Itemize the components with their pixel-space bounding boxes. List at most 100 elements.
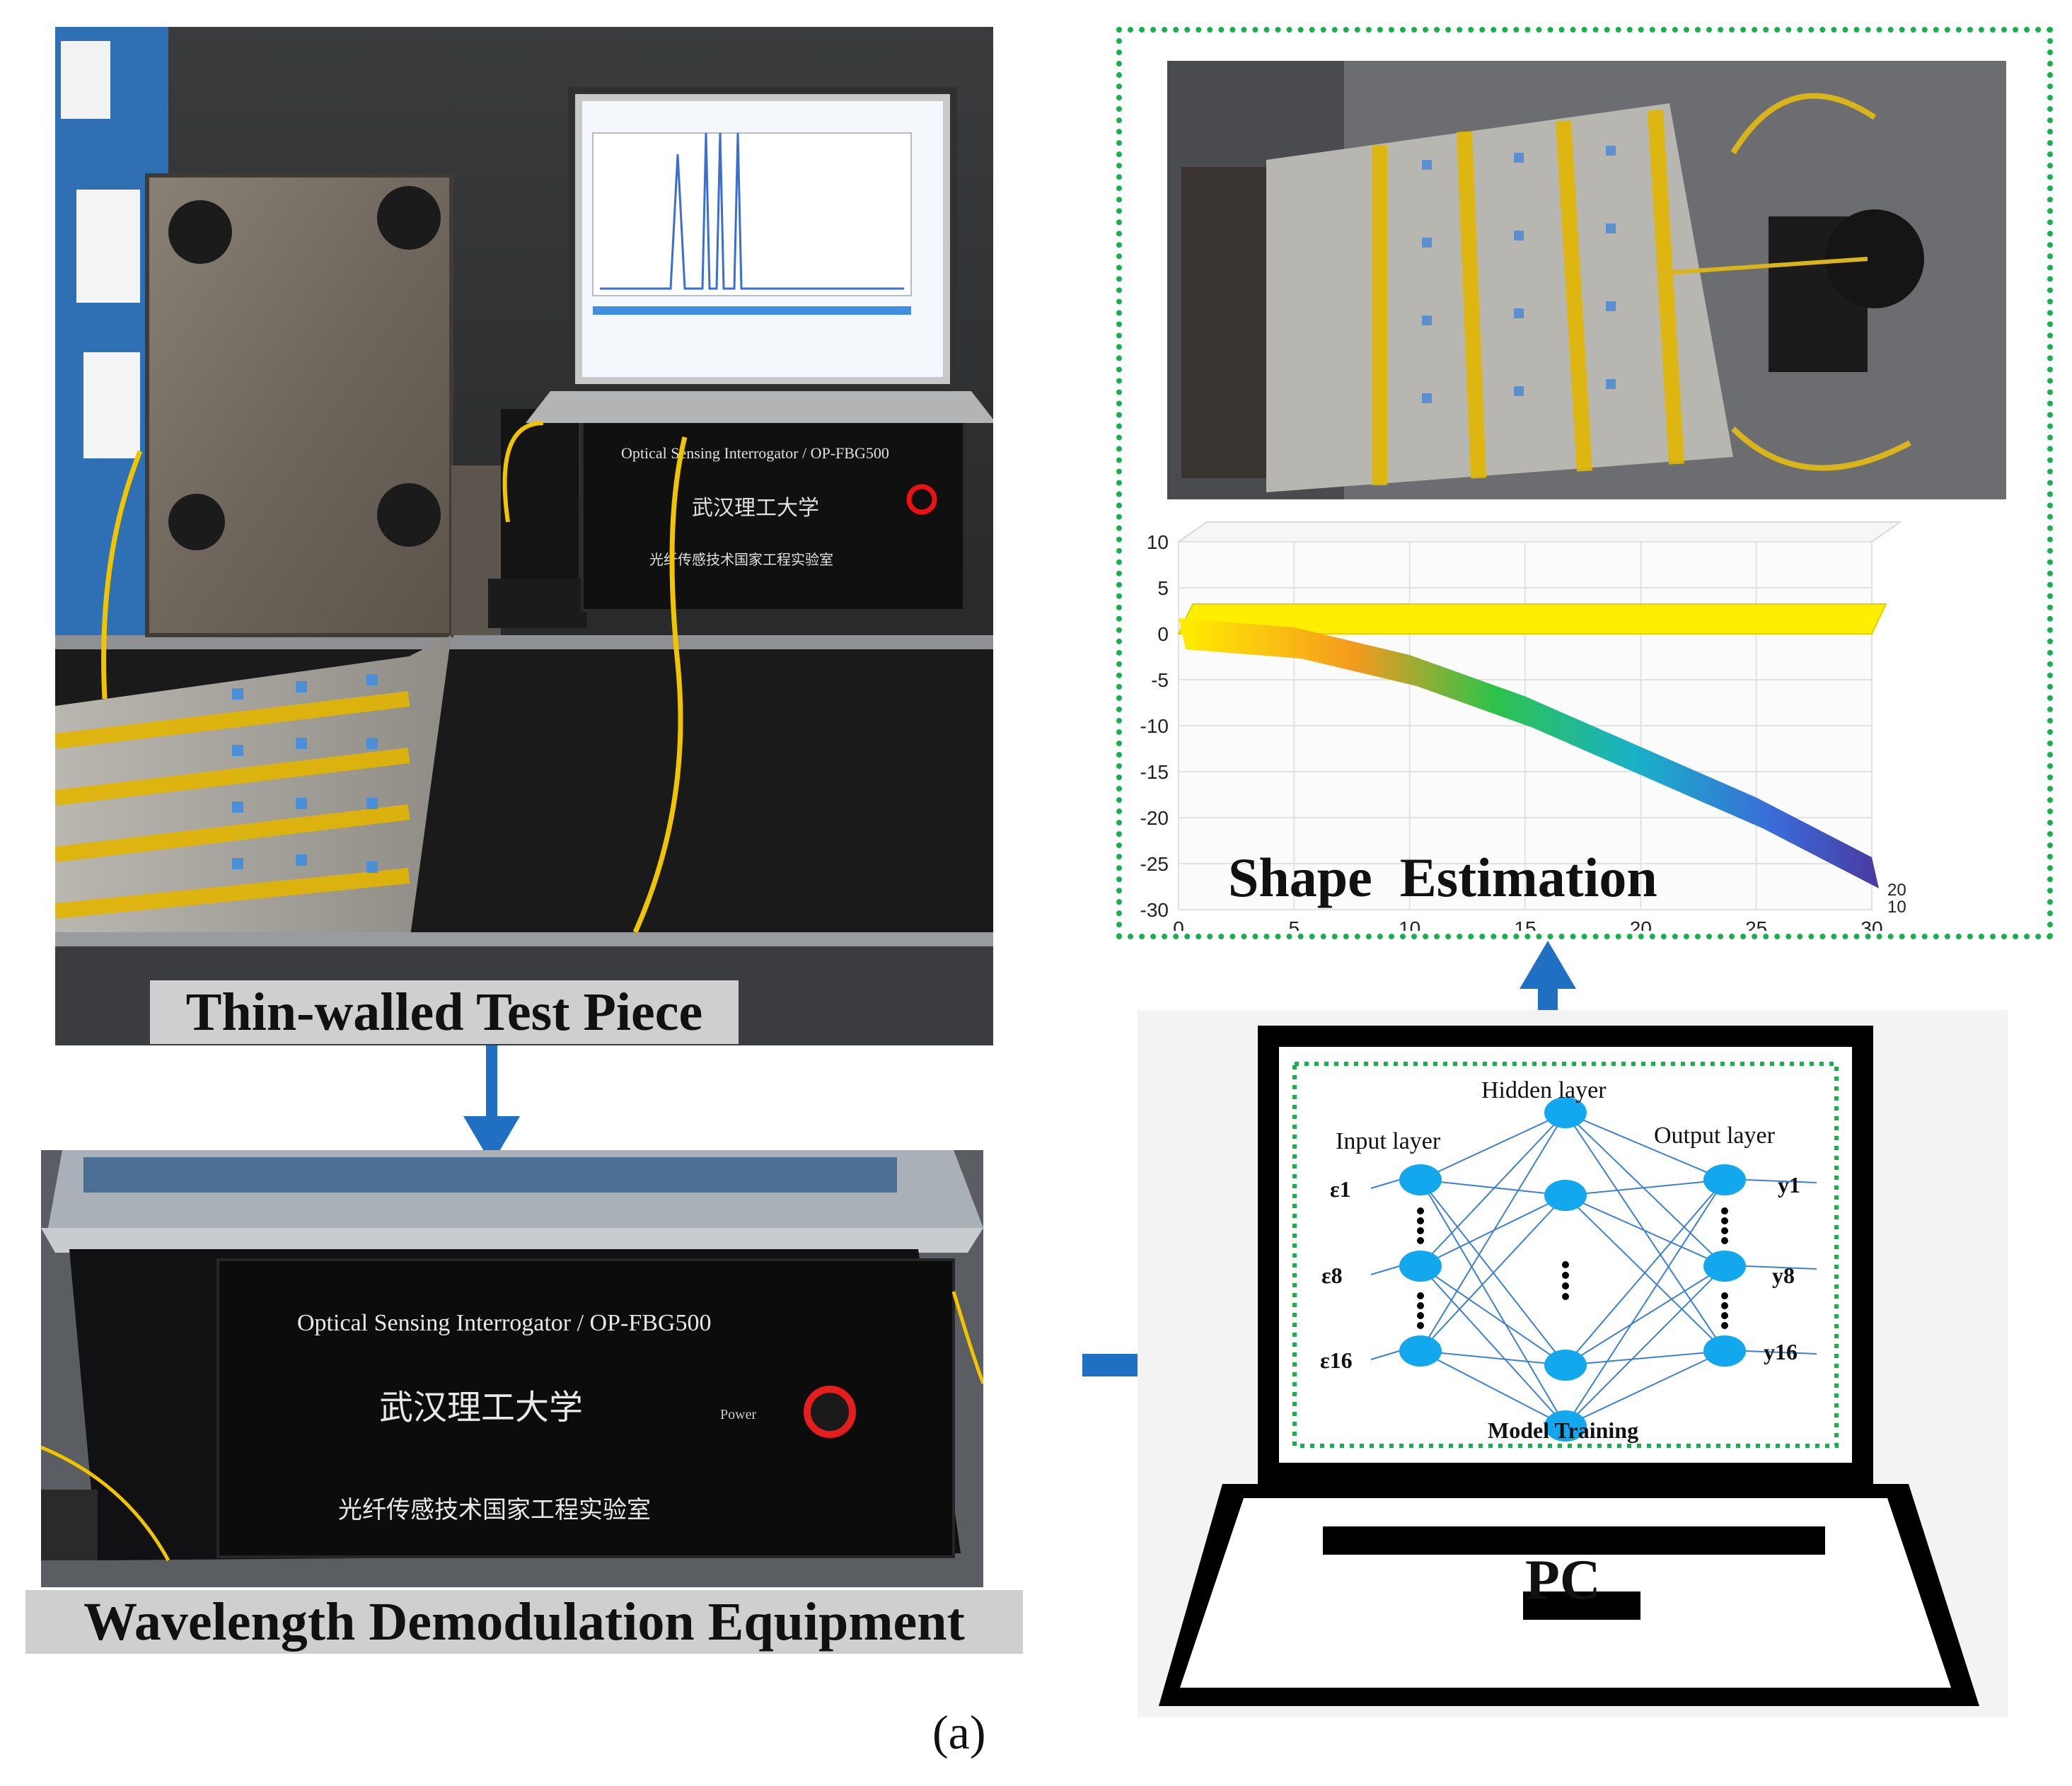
test-piece-photo: Optical Sensing Interrogator / OP-FBG500… [55, 27, 993, 1045]
output-neuron [1703, 1164, 1746, 1195]
chart-y-tick-label: 0 [1157, 623, 1169, 645]
input-neuron [1399, 1164, 1442, 1195]
chart-y-tick-label: 10 [1147, 531, 1169, 553]
plate-load-photo [1167, 61, 2006, 499]
input-arrow [1370, 1265, 1400, 1275]
output-label-y8: y8 [1772, 1263, 1795, 1288]
input-arrow [1370, 1179, 1400, 1189]
ellipsis-dot [1417, 1322, 1424, 1329]
chart-y-tick-label: -5 [1151, 669, 1169, 691]
chart-x-tick-label: 5 [1289, 917, 1300, 931]
network-edge [1420, 1179, 1566, 1427]
pc-caption: PC [1525, 1549, 1601, 1611]
network-edges [1370, 1112, 1817, 1427]
output-arrow [1745, 1350, 1817, 1355]
laptop-keyboard [1323, 1526, 1825, 1555]
chart-y-tick-label: -10 [1140, 715, 1169, 737]
device-university-text: 武汉理工大学 [379, 1389, 583, 1427]
chart-y-tick-label: -30 [1140, 899, 1169, 921]
output-layer-label: Output layer [1654, 1123, 1776, 1149]
arrow-down-1-svg [463, 1045, 520, 1164]
chart-y-tick-label: -20 [1140, 807, 1169, 829]
small-device-label: Optical Sensing Interrogator / OP-FBG500 [621, 444, 889, 462]
network-edge [1420, 1112, 1566, 1267]
shape-estimation-caption: Shape Estimation [1228, 847, 1657, 908]
network-edge [1420, 1350, 1566, 1427]
network-edge [1565, 1195, 1725, 1267]
chart-x-tick-label: 10 [1399, 917, 1420, 931]
ellipsis-dot [1721, 1237, 1728, 1244]
demodulation-caption: Wavelength Demodulation Equipment [25, 1590, 1023, 1654]
network-edge [1420, 1112, 1566, 1352]
network-edge [1565, 1350, 1725, 1366]
power-button-icon [804, 1386, 856, 1438]
ellipsis-dot [1417, 1302, 1424, 1309]
output-neuron [1703, 1251, 1746, 1282]
device-lab-text: 光纤传感技术国家工程实验室 [338, 1497, 651, 1524]
network-edge [1565, 1265, 1725, 1427]
hidden-neuron [1544, 1410, 1587, 1442]
chart-top-face [1176, 521, 1903, 543]
ellipsis-dot [1721, 1302, 1728, 1309]
ellipsis-dot [1562, 1282, 1569, 1289]
chart-z-tick-label: 20 [1887, 881, 1906, 900]
ellipsis-dot [1417, 1227, 1424, 1234]
demodulation-equipment-photo: Optical Sensing Interrogator / OP-FBG500… [41, 1150, 983, 1587]
chart-x-tick-label: 30 [1860, 917, 1882, 931]
network-edge [1420, 1195, 1566, 1352]
device-model-text: Optical Sensing Interrogator / OP-FBG500 [297, 1310, 712, 1336]
hidden-neuron [1544, 1097, 1587, 1128]
device-power-label: Power [720, 1407, 756, 1422]
test-piece-photo-drawing: Optical Sensing Interrogator / OP-FBG500… [55, 27, 993, 1045]
network-edge [1420, 1179, 1566, 1196]
chart-x-tick-label: 20 [1630, 917, 1652, 931]
network-edge [1565, 1350, 1725, 1427]
network-edge [1565, 1265, 1725, 1366]
figure-label: (a) [932, 1705, 986, 1759]
chart-x-tick-label: 15 [1514, 917, 1536, 931]
ellipsis-dot [1417, 1207, 1424, 1214]
network-edge [1565, 1112, 1725, 1181]
ellipsis-dot [1417, 1237, 1424, 1244]
chart-bent-surface [1179, 618, 1879, 888]
network-edge [1420, 1265, 1566, 1427]
input-neuron [1399, 1335, 1442, 1367]
input-label-e1: ε1 [1330, 1176, 1351, 1202]
laptop-trackpad [1523, 1591, 1640, 1620]
output-label-y1: y1 [1778, 1172, 1800, 1198]
input-arrow [1370, 1350, 1400, 1360]
chart-z-tick-label: 10 [1887, 898, 1906, 917]
chart-y-tick-label: 5 [1157, 577, 1169, 599]
chart-y-tick-label: -15 [1140, 761, 1169, 783]
ellipsis-dot [1417, 1217, 1424, 1224]
network-edge [1565, 1179, 1725, 1366]
chart-y-tick-label: -25 [1140, 853, 1169, 875]
arrow-down-1 [463, 1045, 520, 1166]
small-device-university: 武汉理工大学 [692, 497, 819, 520]
input-layer-label: Input layer [1336, 1128, 1441, 1154]
network-edge [1420, 1350, 1566, 1366]
input-label-e8: ε8 [1321, 1263, 1343, 1288]
ellipsis-dot [1562, 1272, 1569, 1279]
output-label-y16: y16 [1764, 1339, 1798, 1364]
network-edge [1565, 1112, 1725, 1267]
output-arrow [1745, 1265, 1817, 1270]
network-edge [1565, 1179, 1725, 1196]
ellipsis-dot [1721, 1207, 1728, 1214]
hidden-layer-label: Hidden layer [1481, 1077, 1607, 1103]
ellipsis-dot [1417, 1292, 1424, 1299]
ellipsis-dot [1721, 1322, 1728, 1329]
network-edge [1420, 1112, 1566, 1181]
ellipsis-dot [1721, 1227, 1728, 1234]
network-edge [1565, 1179, 1725, 1427]
chart-marks [1177, 603, 1887, 888]
chart-flat-surface [1177, 603, 1887, 634]
chart-x-tick-label: 0 [1173, 917, 1184, 931]
ellipsis-dot [1721, 1292, 1728, 1299]
small-device-lab: 光纤传感技术国家工程实验室 [649, 552, 833, 568]
ellipsis-dot [1721, 1312, 1728, 1319]
chart-x-tick-label: 25 [1745, 917, 1767, 931]
demodulation-equipment-drawing: Optical Sensing Interrogator / OP-FBG500… [41, 1150, 983, 1587]
